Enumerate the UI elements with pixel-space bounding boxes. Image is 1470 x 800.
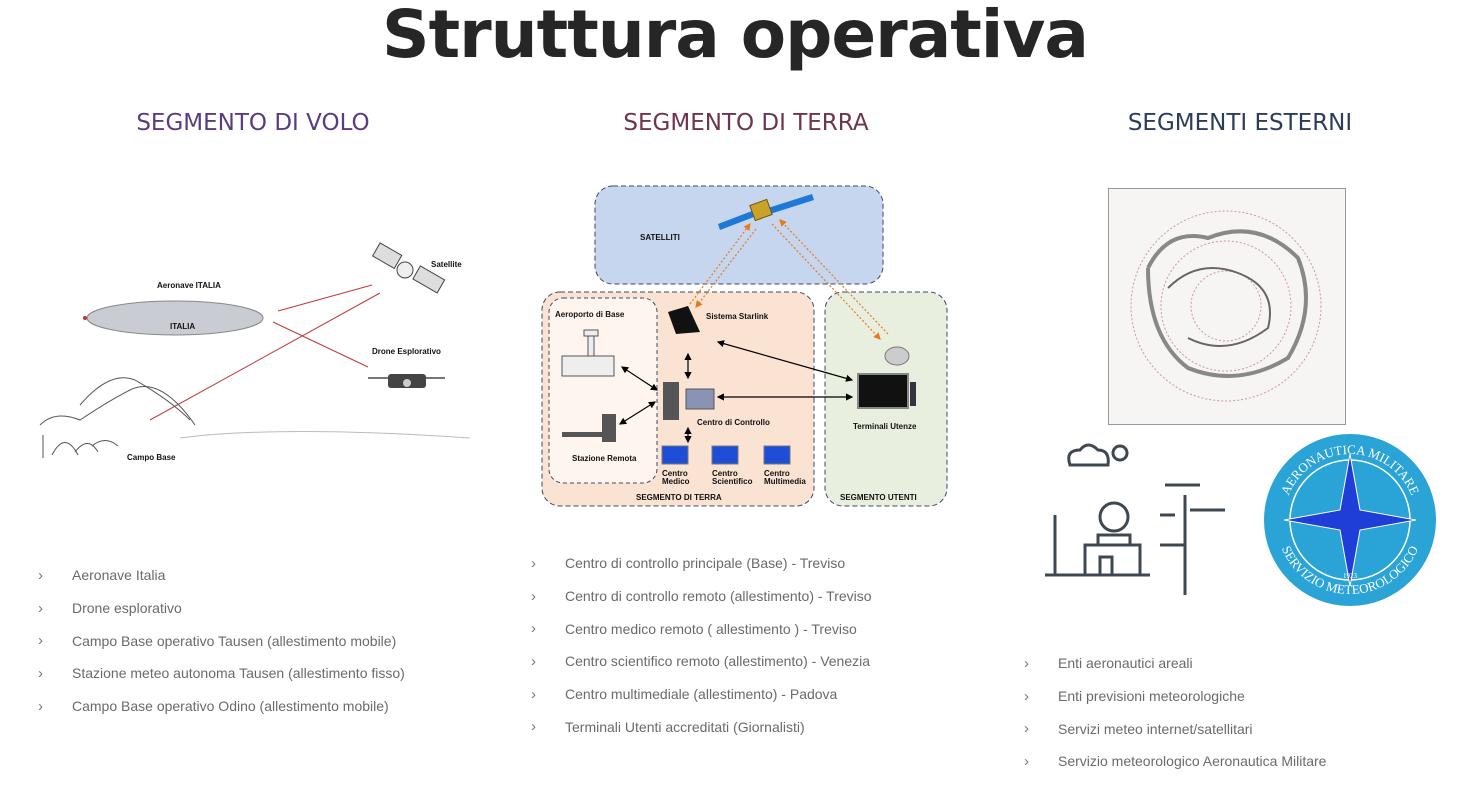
list-item: ›Drone esplorativo <box>38 599 182 617</box>
chevron-right-icon: › <box>531 652 536 670</box>
heading-segmento-terra: SEGMENTO DI TERRA <box>623 110 869 136</box>
list-item: ›Campo Base operativo Tausen (allestimen… <box>38 632 397 650</box>
satellite-label: Satellite <box>431 260 462 269</box>
list-item: ›Centro di controllo remoto (allestiment… <box>531 587 872 605</box>
user-terminals-label: Terminali Utenze <box>853 422 917 431</box>
airship-image: ITALIA <box>83 300 264 336</box>
satellites-label: SATELLITI <box>640 233 680 242</box>
chevron-right-icon: › <box>1024 687 1029 705</box>
drone-image <box>368 374 445 388</box>
airport-label: Aeroporto di Base <box>555 310 625 319</box>
workstation-icons <box>661 445 791 465</box>
user-segment-label: SEGMENTO UTENTI <box>840 493 917 502</box>
chevron-right-icon: › <box>531 587 536 605</box>
seal-year: 1923 <box>1343 572 1358 580</box>
drone-label: Drone Esplorativo <box>372 347 441 356</box>
heading-segmento-volo: SEGMENTO DI VOLO <box>136 110 370 136</box>
starlink-label: Sistema Starlink <box>706 312 769 321</box>
chevron-right-icon: › <box>1024 654 1029 672</box>
chevron-right-icon: › <box>38 697 43 715</box>
chevron-right-icon: › <box>38 599 43 617</box>
chevron-right-icon: › <box>1024 752 1029 770</box>
chevron-right-icon: › <box>531 718 536 736</box>
link-lines <box>149 284 381 421</box>
chevron-right-icon: › <box>531 685 536 703</box>
chevron-right-icon: › <box>1024 720 1029 738</box>
list-item: ›Centro di controllo principale (Base) -… <box>531 554 846 572</box>
flight-segment-illustration: ITALIA Aeronave ITALIA Satellite Drone E… <box>39 242 471 462</box>
satellite-icon <box>718 194 814 230</box>
weather-station-icon <box>1045 443 1225 595</box>
heading-segmenti-esterni: SEGMENTI ESTERNI <box>1127 110 1353 136</box>
airship-body-text: ITALIA <box>170 322 195 331</box>
remote-station-label: Stazione Remota <box>572 454 637 463</box>
aeronautica-militare-seal: AERONAUTICA MILITARE SERVIZIO METEOROLOG… <box>1264 434 1436 606</box>
ground-segment-list: ›Centro di controllo principale (Base) -… <box>531 547 872 743</box>
page-title: Struttura operativa <box>382 0 1089 73</box>
list-item: ›Enti previsioni meteorologiche <box>1024 687 1245 705</box>
airship-label: Aeronave ITALIA <box>157 281 221 290</box>
list-item: ›Stazione meteo autonoma Tausen (allesti… <box>38 664 405 682</box>
chevron-right-icon: › <box>38 632 43 650</box>
list-item: ›Centro multimediale (allestimento) - Pa… <box>531 685 838 703</box>
list-item: ›Servizio meteorologico Aeronautica Mili… <box>1024 752 1327 770</box>
external-segments-list: ›Enti aeronautici areali ›Enti prevision… <box>1024 647 1326 778</box>
airport-icon <box>561 329 615 377</box>
chevron-right-icon: › <box>531 620 536 638</box>
control-center-icon <box>663 382 715 420</box>
list-item: ›Campo Base operativo Odino (allestiment… <box>38 697 389 715</box>
satellites-zone <box>594 185 884 285</box>
list-item: ›Centro scientifico remoto (allestimento… <box>531 652 871 670</box>
chevron-right-icon: › <box>531 554 536 572</box>
camp-label: Campo Base <box>127 453 176 462</box>
flight-segment-list: ›Aeronave Italia ›Drone esplorativo ›Cam… <box>38 559 405 722</box>
list-item: ›Centro medico remoto ( allestimento ) -… <box>531 620 857 638</box>
list-item: ›Enti aeronautici areali <box>1024 654 1193 672</box>
control-center-label: Centro di Controllo <box>697 418 770 427</box>
list-item: ›Terminali Utenti accreditati (Giornalis… <box>531 718 805 736</box>
list-item: ›Servizi meteo internet/satellitari <box>1024 720 1253 738</box>
remote-station-icon <box>562 414 616 442</box>
starlink-dish-icon <box>668 306 700 334</box>
weather-map-image <box>1108 188 1346 425</box>
ground-segment-diagram: SATELLITI Aeroporto di Base Sistema Star… <box>541 185 948 507</box>
list-item: ›Aeronave Italia <box>38 566 166 584</box>
satellite-image <box>371 242 446 294</box>
mountains-and-camp <box>39 377 471 458</box>
chevron-right-icon: › <box>38 566 43 584</box>
user-terminal-icon <box>857 346 916 409</box>
ground-segment-label: SEGMENTO DI TERRA <box>636 493 722 502</box>
chevron-right-icon: › <box>38 664 43 682</box>
